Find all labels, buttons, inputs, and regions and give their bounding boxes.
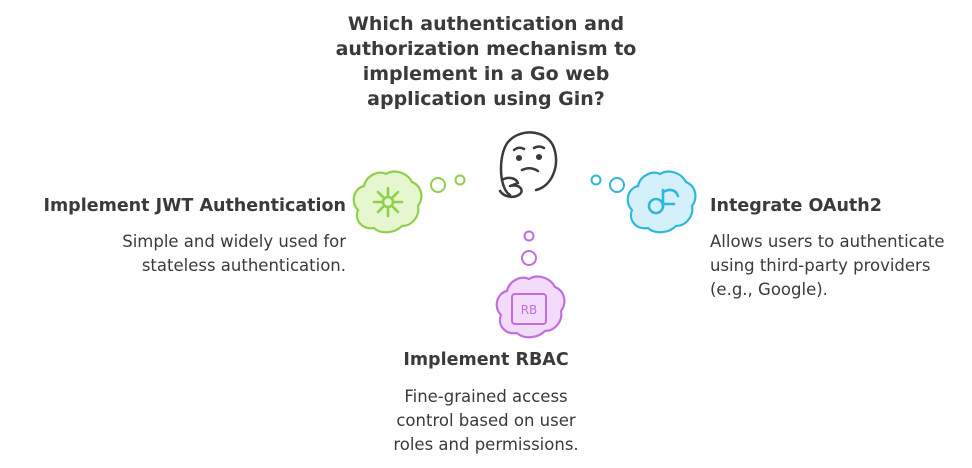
jwt-icon-cloud [352,170,423,234]
diagram-question: Which authentication and authorization m… [335,13,637,110]
rbac-icon-cloud: RB [495,275,566,339]
oauth-logo-icon [647,188,680,215]
jwt-option-description: Simple and widely used for stateless aut… [122,232,346,275]
jwt-connector-bubbles [430,174,466,193]
rbac-option-title: Implement RBAC [403,350,569,370]
oauth-option-title: Integrate OAuth2 [710,196,882,216]
thinking-face-icon [498,131,558,199]
jwt-option-title: Implement JWT Authentication [43,196,346,216]
rbac-connector-bubbles [521,230,537,266]
rbac-badge-icon [511,293,547,325]
rbac-option-description: Fine-grained access control based on use… [393,387,579,454]
oauth-icon-cloud [626,170,697,234]
asterisk-icon [372,186,404,218]
rbac-badge-label: RB [521,303,538,317]
oauth-option-description: Allows users to authenticate using third… [710,232,945,299]
oauth-connector-bubbles [590,174,625,193]
